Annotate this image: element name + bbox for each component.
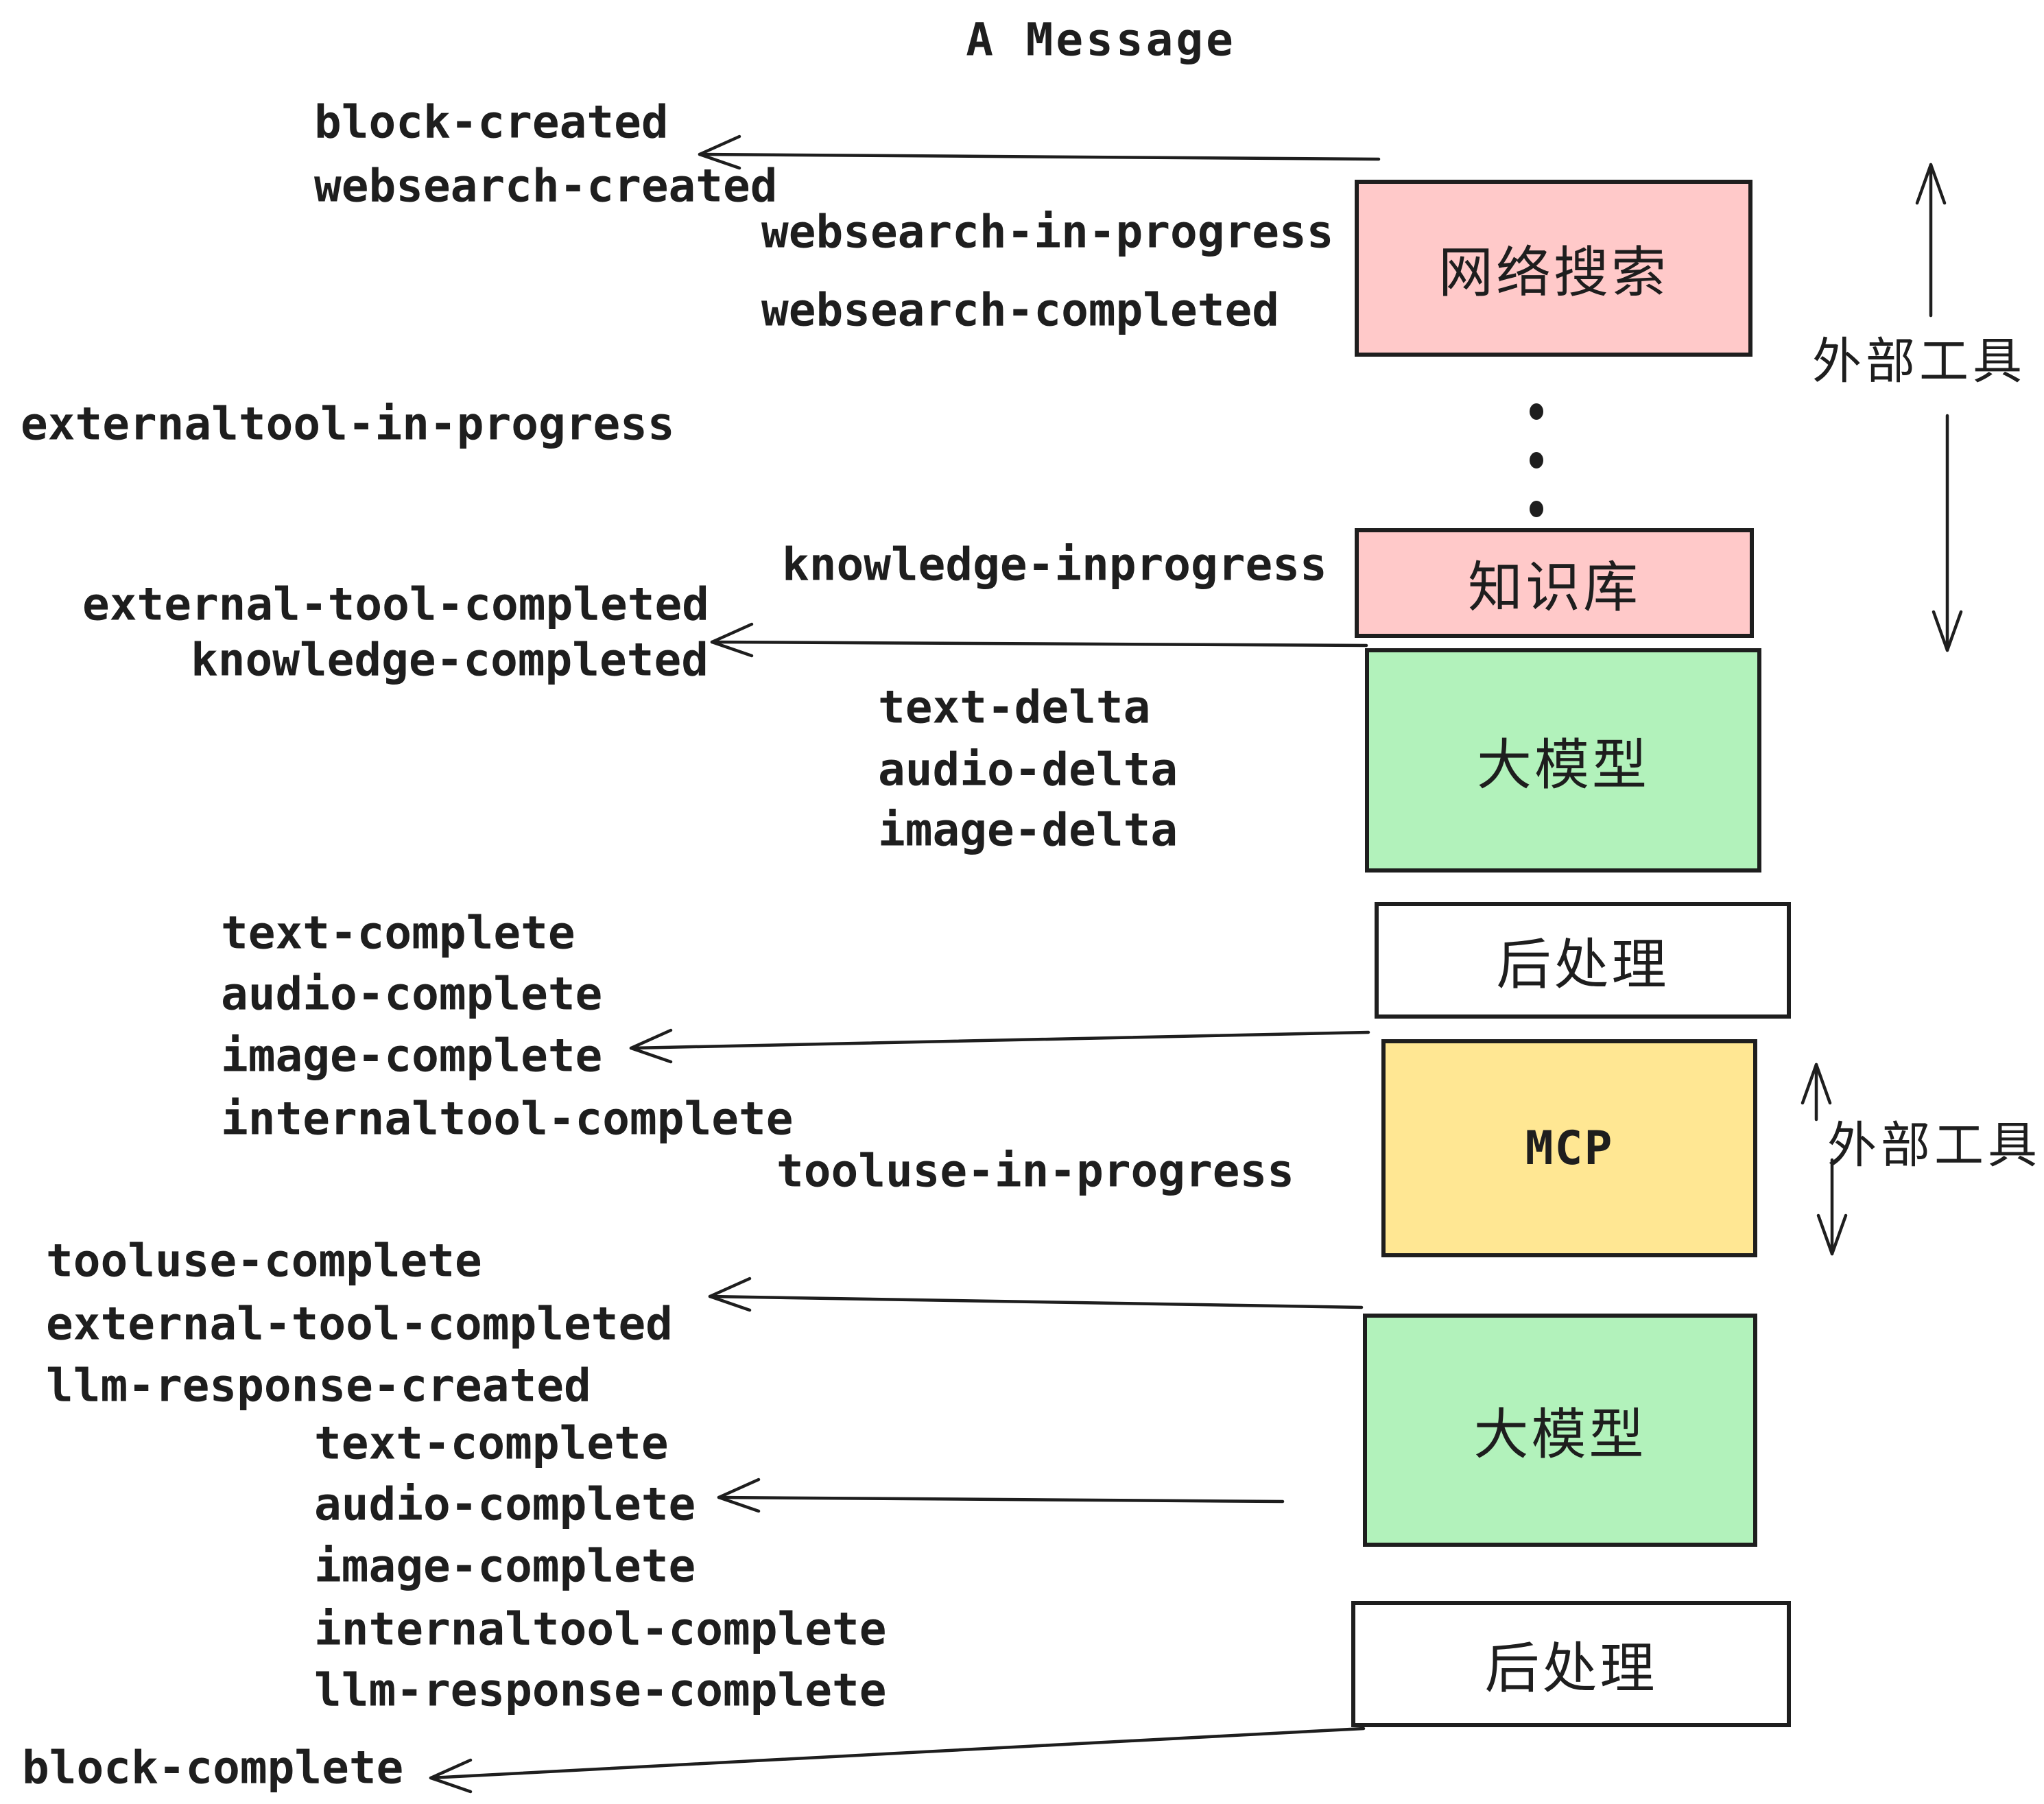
external-tools-range-2-label: 外部工具 [1827, 1116, 2042, 1174]
event-label-internaltool-complete-14: internaltool-complete [221, 1092, 794, 1146]
event-label-tooluse-in-progress-15: tooluse-in-progress [776, 1144, 1294, 1198]
node-knowledge: 知识库 [1355, 528, 1754, 638]
event-label-websearch-in-progress-2: websearch-in-progress [761, 205, 1334, 259]
event-label-websearch-created-1: websearch-created [314, 159, 778, 213]
event-label-websearch-completed-3: websearch-completed [761, 283, 1279, 337]
event-label-internaltool-complete-22: internaltool-complete [314, 1602, 887, 1656]
event-label-external-tool-completed-17: external-tool-completed [46, 1297, 673, 1351]
event-label-audio-complete-20: audio-complete [314, 1477, 696, 1531]
event-label-externaltool-in-progress-4: externaltool-in-progress [21, 397, 675, 451]
node-llm-1: 大模型 [1365, 648, 1761, 873]
event-label-image-delta-10: image-delta [878, 803, 1178, 857]
event-label-tooluse-complete-16: tooluse-complete [46, 1234, 482, 1287]
event-label-knowledge-completed-7: knowledge-completed [191, 633, 709, 687]
event-label-audio-delta-9: audio-delta [878, 743, 1178, 796]
event-label-block-complete-24: block-complete [22, 1741, 404, 1794]
node-llm-2: 大模型 [1363, 1314, 1757, 1547]
event-label-llm-response-created-18: llm-response-created [46, 1359, 591, 1412]
event-label-image-complete-21: image-complete [314, 1539, 696, 1593]
event-label-audio-complete-12: audio-complete [221, 967, 603, 1021]
event-label-knowledge-inprogress-5: knowledge-inprogress [782, 538, 1327, 591]
event-label-external-tool-completed-6: external-tool-completed [82, 578, 709, 631]
event-label-llm-response-complete-23: llm-response-complete [314, 1663, 887, 1717]
node-mcp: MCP [1381, 1039, 1757, 1257]
event-label-text-complete-11: text-complete [221, 906, 575, 960]
event-label-text-complete-19: text-complete [314, 1416, 669, 1470]
node-post-1: 后处理 [1375, 902, 1791, 1019]
node-websearch: 网络搜索 [1355, 180, 1752, 357]
external-tools-range-1-label: 外部工具 [1811, 332, 2027, 390]
diagram-title: A Message [966, 13, 1236, 67]
event-label-block-created-0: block-created [314, 95, 669, 149]
event-label-image-complete-13: image-complete [221, 1029, 603, 1082]
event-label-text-delta-8: text-delta [878, 680, 1151, 734]
node-post-2: 后处理 [1351, 1601, 1791, 1727]
